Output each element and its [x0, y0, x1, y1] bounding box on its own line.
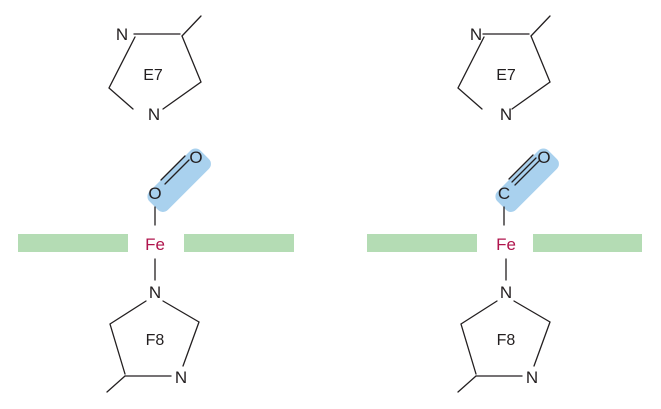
- ligand-highlight: [495, 148, 559, 212]
- bound-ligand-o2: O O: [147, 148, 211, 226]
- ligand-triple-bond-1: [508, 154, 534, 180]
- f8-nitrogen-top: N: [500, 283, 512, 302]
- e7-ring-bonds-right: [511, 35, 551, 110]
- f8-methyl-bond: [106, 375, 126, 393]
- f8-nitrogen-top: N: [149, 283, 161, 302]
- heme-plane-left: [367, 234, 477, 252]
- f8-ring-label: F8: [497, 332, 516, 349]
- f8-ring-bonds-left: [460, 300, 498, 375]
- ligand-atom-1: C: [498, 184, 510, 203]
- heme-plane-left: [18, 234, 128, 252]
- distal-histidine-e7: N N E7: [457, 15, 551, 124]
- f8-ring-bonds-right: [162, 300, 200, 367]
- heme-plane-right: [533, 234, 642, 252]
- proximal-histidine-f8: N N F8: [457, 283, 551, 393]
- f8-methyl-bond: [457, 375, 477, 393]
- ligand-atom-1: O: [148, 184, 161, 203]
- e7-ring-bonds-right: [162, 35, 202, 110]
- heme-plane-right: [184, 234, 294, 252]
- ligand-triple-bond-2: [511, 157, 537, 183]
- e7-methyl-bond: [530, 15, 551, 37]
- e7-ring-label: E7: [496, 67, 516, 84]
- iron-atom: Fe: [145, 235, 165, 254]
- ligand-triple-bond-3: [514, 160, 540, 186]
- panel-carbon-monoxide: N N E7 C O Fe N N F8: [367, 15, 642, 393]
- f8-ring-bonds-right: [513, 300, 551, 367]
- f8-ring-bonds-left: [109, 300, 147, 375]
- f8-ring-label: F8: [146, 332, 165, 349]
- e7-nitrogen-bottom: N: [148, 105, 160, 124]
- e7-nitrogen-top: N: [116, 25, 128, 44]
- ligand-highlight: [147, 148, 211, 212]
- distal-histidine-e7: N N E7: [108, 15, 202, 124]
- e7-nitrogen-top: N: [470, 25, 482, 44]
- e7-ring-bonds: [108, 36, 136, 110]
- ligand-double-bond-1: [160, 155, 186, 181]
- e7-ring-label: E7: [143, 67, 163, 84]
- iron-atom: Fe: [496, 235, 516, 254]
- ligand-double-bond-2: [164, 159, 190, 185]
- f8-nitrogen-bottom: N: [526, 368, 538, 387]
- e7-methyl-bond: [181, 15, 202, 37]
- e7-ring-bonds: [457, 36, 485, 110]
- bound-ligand-co: C O: [495, 148, 559, 226]
- panel-oxygen: N N E7 O O Fe N N F8: [18, 15, 294, 393]
- e7-nitrogen-bottom: N: [500, 105, 512, 124]
- f8-nitrogen-bottom: N: [175, 368, 187, 387]
- ligand-atom-2: O: [189, 148, 202, 167]
- ligand-atom-2: O: [537, 148, 550, 167]
- proximal-histidine-f8: N N F8: [106, 283, 200, 393]
